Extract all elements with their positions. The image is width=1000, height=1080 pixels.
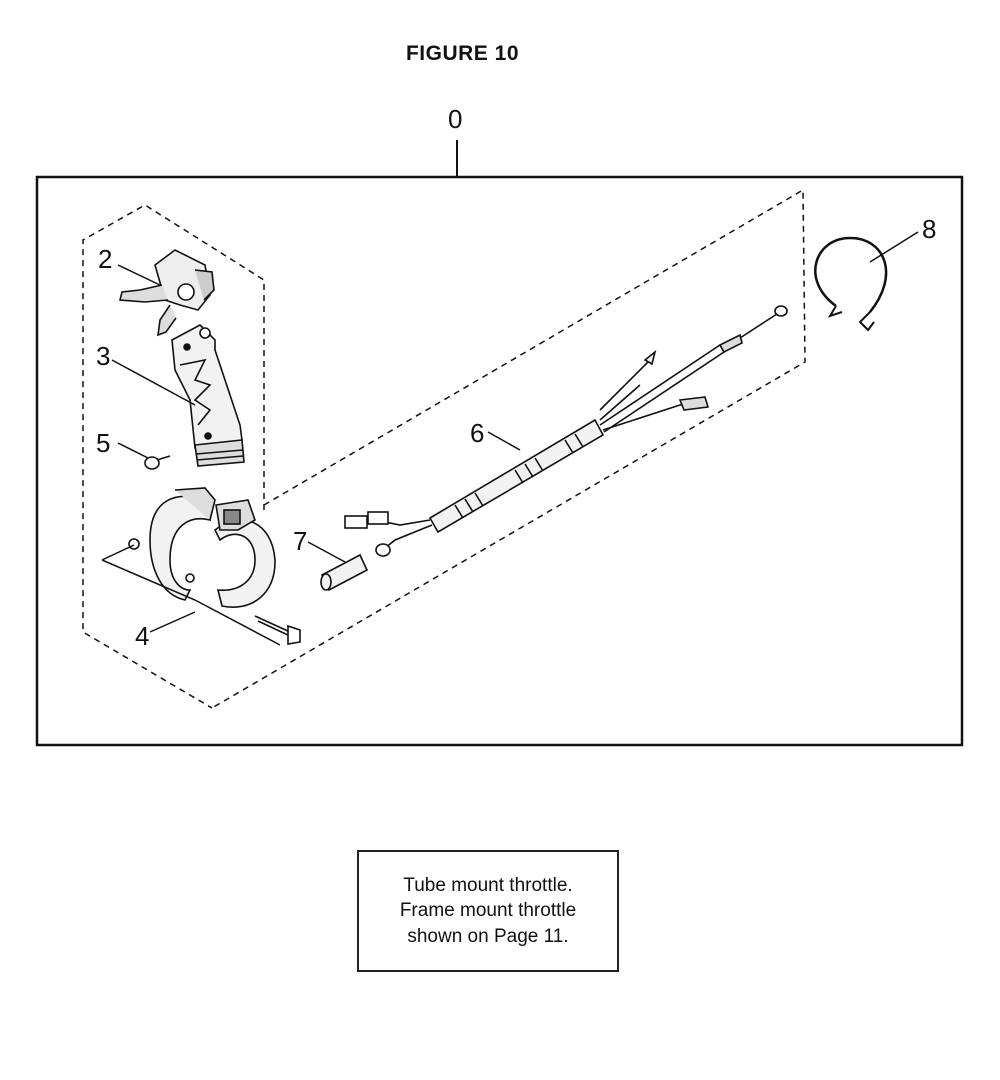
note-box: Tube mount throttle. Frame mount throttl… — [357, 850, 619, 972]
callout-6: 6 — [470, 418, 484, 448]
callout-4: 4 — [135, 621, 149, 651]
callout-8: 8 — [922, 214, 936, 244]
note-line-3: shown on Page 11. — [407, 925, 569, 947]
dashed-group-cable — [211, 188, 806, 709]
part-8-retaining-ring-icon — [814, 236, 888, 332]
callout-2: 2 — [98, 244, 112, 274]
part-2-throttle-lever-icon — [118, 249, 215, 337]
part-6-throttle-cable-harness-icon — [344, 305, 788, 557]
part-7-grip-sleeve-icon — [320, 553, 369, 592]
part-5-screw-icon — [144, 455, 171, 470]
figure-title: FIGURE 10 — [405, 42, 520, 65]
part-4-tube-clamp-icon — [128, 487, 276, 608]
note-line-1: Tube mount throttle. — [403, 874, 573, 896]
note-line-2: Frame mount throttle — [399, 900, 577, 922]
assembly-frame — [35, 175, 964, 747]
part-3-throttle-housing-icon — [171, 324, 245, 467]
callout-5: 5 — [96, 428, 110, 458]
callout-3: 3 — [96, 341, 110, 371]
callout-0: 0 — [448, 104, 462, 134]
dashed-group-throttle — [82, 204, 265, 709]
part-4-bolt-icon — [254, 615, 301, 645]
callout-7: 7 — [293, 526, 307, 556]
